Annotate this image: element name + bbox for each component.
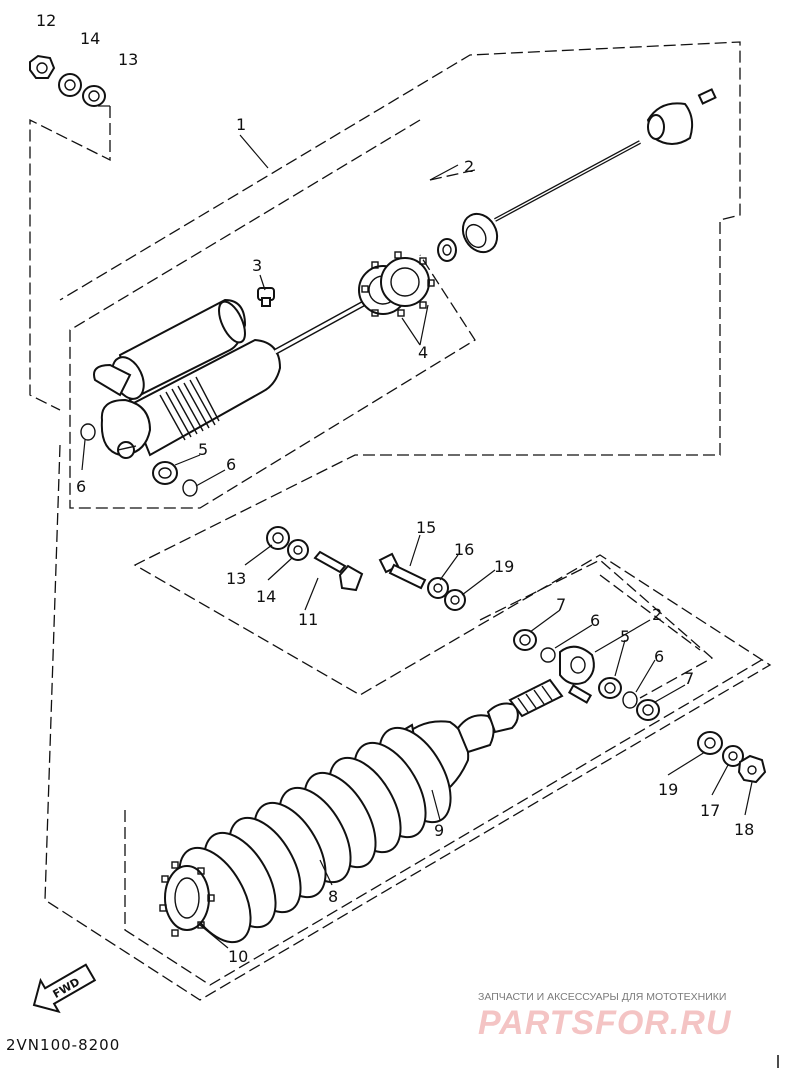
bolt-11 [313,550,364,592]
damper-rod-2 [437,88,717,262]
callout-17: 17 [700,801,720,820]
callout-7-b: 7 [684,669,694,688]
callout-5-right: 5 [620,627,630,646]
callout-6-right: 6 [654,647,664,666]
callout-13-mid: 13 [226,569,246,588]
oring-6-right [622,691,638,709]
callout-19-mid: 19 [494,557,514,576]
collar-13 [82,85,106,107]
callout-4: 4 [418,343,428,362]
nut-12 [29,54,56,79]
bolt-15 [378,552,427,590]
callout-14-mid: 14 [256,587,276,606]
collar-13-mid [266,526,290,550]
callout-2-lower: 2 [652,605,662,624]
screw-3 [257,287,275,307]
bushing-5-right [598,677,622,699]
body-threads [159,376,220,441]
callout-6-mid: 6 [590,611,600,630]
callout-14-top: 14 [80,29,100,48]
oring-6-left-a [80,423,96,441]
callout-3: 3 [252,256,262,275]
washer-17 [722,745,744,767]
leader-lines [81,105,753,949]
callout-18: 18 [734,820,754,839]
callout-11: 11 [298,610,318,629]
washer-14 [58,73,82,97]
nut-18 [737,754,767,784]
callout-12: 12 [36,11,56,30]
spring-retainer-10 [159,861,215,937]
callout-9: 9 [434,821,444,840]
fwd-arrow-icon: FWD [32,963,97,1014]
callout-1: 1 [236,115,246,134]
ring-nuts-4 [358,251,435,317]
group-outlines [29,41,772,1001]
bushing-5-left [152,461,178,485]
watermark-caption: ЗАПЧАСТИ И АКСЕССУАРЫ ДЛЯ МОТОТЕХНИКИ [478,991,726,1003]
callout-6-far-left: 6 [76,477,86,496]
callout-6-left: 6 [226,455,236,474]
callout-5-left: 5 [198,440,208,459]
watermark-brand: PARTSFOR.RU [478,1004,732,1042]
diagram-code: 2VN100-8200 [6,1036,120,1054]
callout-2-top: 2 [464,157,474,176]
spring-8 [178,726,452,944]
oring-6-mid [540,647,556,663]
collar-7-b [636,699,660,721]
washer-16 [427,577,449,599]
callout-15: 15 [416,518,436,537]
oring-6-left-b [182,479,198,497]
callout-labels: 12 14 13 1 2 3 4 5 6 6 13 14 11 15 16 19… [36,11,754,966]
callout-19-right: 19 [658,780,678,799]
callout-7-a: 7 [556,595,566,614]
callout-13-top: 13 [118,50,138,69]
callout-16: 16 [454,540,474,559]
collar-19-mid [444,589,466,611]
collar-7-a [513,629,537,651]
callout-8: 8 [328,887,338,906]
shock-body-1 [93,297,372,459]
callout-10: 10 [228,947,248,966]
pin-small [567,684,593,704]
lower-eye-2 [559,645,595,685]
collar-19-right [697,731,723,755]
washer-14-mid [287,539,309,561]
